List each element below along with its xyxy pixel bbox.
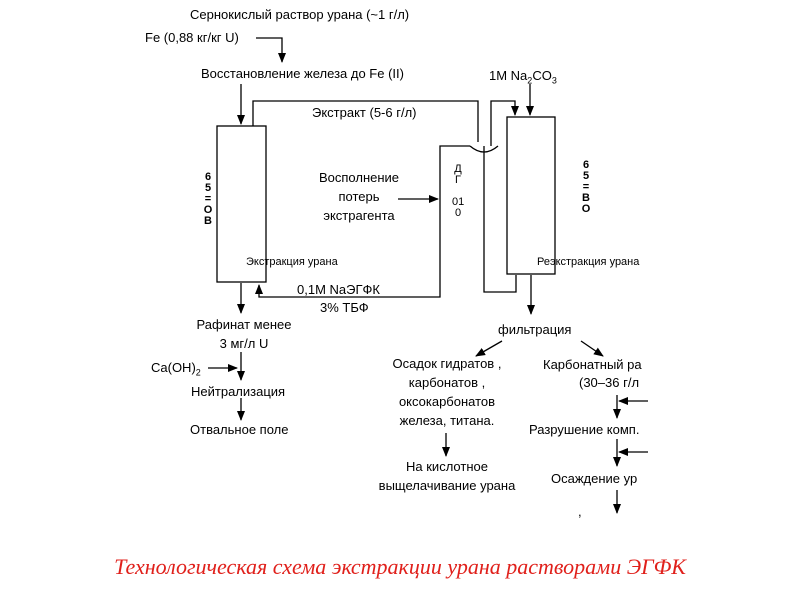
reextraction-label: Реэкстракция урана	[537, 256, 640, 268]
mid-marks: Д Г 01 0	[452, 163, 465, 219]
precipitate-line-1: Осадок гидратов ,	[392, 356, 502, 371]
complex-destruction-label: Разрушение комп.	[529, 422, 640, 437]
raffinate-line-1: Рафинат менее	[196, 317, 292, 332]
uranium-precip-label: Осаждение ур	[551, 471, 638, 486]
raffinate-line-2: 3 мг/л U	[219, 336, 269, 351]
carbonate-line-2: (30–36 г/л	[579, 375, 640, 390]
replenish-line-2: потерь	[338, 189, 380, 204]
recycle-label-2: 3% ТБФ	[320, 300, 369, 315]
extraction-column	[216, 125, 267, 283]
reextraction-column	[506, 116, 556, 275]
extract-line-2	[490, 100, 519, 146]
extract-line	[252, 100, 479, 142]
dump-label: Отвальное поле	[190, 422, 289, 437]
carbonate-line-1: Карбонатный ра	[543, 357, 642, 372]
fe-label: Fe (0,88 кг/кг U)	[145, 30, 239, 45]
replenish-line-3: экстрагента	[323, 208, 395, 223]
acid-leach-line-2: выщелачивание урана	[378, 478, 516, 493]
extraction-label: Экстракция урана	[246, 256, 338, 268]
recycle-label-1: 0,1М NaЭГФК	[297, 282, 380, 297]
precipitate-line-4: железа, титана.	[399, 413, 495, 428]
precipitate-line-2: карбонатов ,	[408, 375, 486, 390]
filtration-label: фильтрация	[498, 322, 572, 337]
reextraction-column-marks: 6 5 = В О	[581, 159, 591, 215]
neutralization-label: Нейтрализация	[191, 384, 286, 399]
caoh-label: Ca(OH)2	[151, 360, 201, 378]
precipitate-line-3: оксокарбонатов	[398, 394, 496, 409]
recycle-line	[483, 146, 517, 293]
fe-arrow	[256, 37, 286, 63]
recycle-line-2	[255, 145, 470, 298]
filter-left-arrow	[475, 340, 503, 357]
iron-reduction-label: Восстановление железа до Fe (II)	[201, 66, 404, 81]
extract-label: Экстракт (5-6 г/л)	[312, 105, 417, 120]
replenish-line-1: Восполнение	[318, 170, 400, 185]
acid-leach-line-1: На кислотное	[406, 459, 488, 474]
filter-right-arrow	[580, 340, 604, 357]
extraction-column-marks: 6 5 = О В	[203, 171, 213, 227]
stray-mark: ,	[578, 504, 582, 519]
caption: Технологическая схема экстракции урана р…	[114, 554, 686, 579]
feed-label: Сернокислый раствор урана (~1 г/л)	[190, 7, 410, 22]
na2co3-label: 1M Na2CO3	[489, 68, 557, 86]
